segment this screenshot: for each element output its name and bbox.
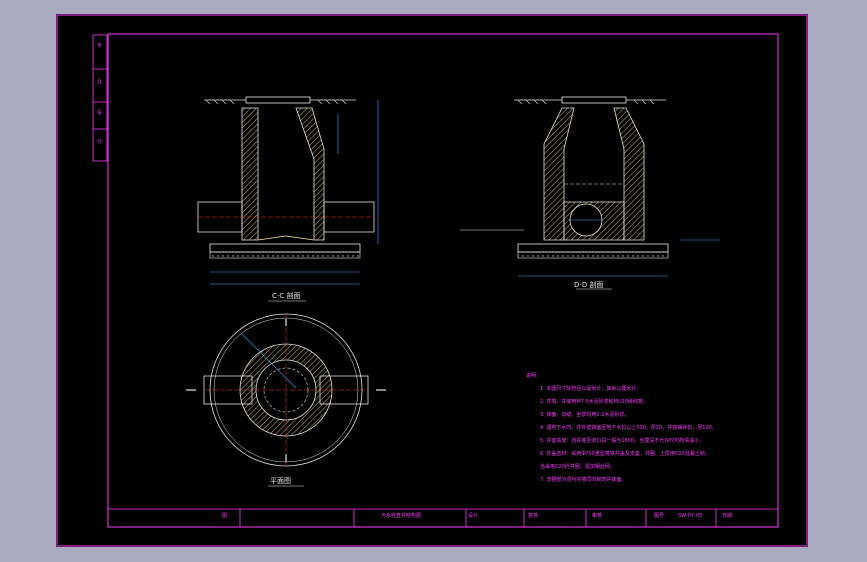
plan-view (186, 313, 386, 487)
notes-heading: 说明： (526, 373, 542, 379)
drawing-title: 污水检查井结构图 (381, 513, 422, 519)
review-label: 审核 (592, 513, 603, 519)
title-block (108, 508, 778, 527)
note-item: 4. 遇地下水时，井外壁抹面至地下水位以上500，厚20，井底铺碎石，厚100。 (540, 425, 717, 431)
note-item: 7. 流槽部分须与井墙同时砌筑并抹面。 (540, 477, 627, 483)
note-item: 5. 井室高度：自井底至收口段一般为1800，当埋深不允许时可酌情减小。 (540, 438, 705, 444)
side-text: 设 (97, 110, 103, 116)
note-item: 1. 本图尺寸除管径以毫米计，其余以厘米计。 (540, 386, 642, 392)
drawing-no: SW-07-05 (678, 513, 703, 519)
cad-viewport[interactable]: C-C 剖面 D-D 剖面 平面图 说明： 1. 本图尺寸除管径以毫米计，其余以… (56, 14, 808, 547)
drawing-no-label: 图号 (654, 513, 665, 519)
section-c-view (197, 96, 379, 302)
note-item: 2. 井墙、井底用M7.5水泥砂浆砌MU10砖砌筑。 (540, 399, 648, 405)
inner-frame (107, 33, 779, 528)
note-item: 3. 抹面、勾缝、坐浆均用1:2水泥砂浆。 (540, 412, 630, 418)
note-item: 6. 井盖选材：采用Φ700重型铸铁井盖及支座，井圈、上层用C20混凝土砌， (540, 451, 710, 457)
drawing-canvas (56, 14, 808, 547)
note-item: 当采用C20砼井圈，需加钢丝网。 (540, 464, 615, 470)
side-text: 业 (97, 79, 103, 85)
side-block (92, 34, 108, 162)
check-label: 复核 (528, 513, 539, 519)
outer-frame (56, 14, 808, 547)
section-d-label: D-D 剖面 (574, 281, 604, 289)
side-text: 专 (97, 43, 103, 49)
section-c-label: C-C 剖面 (272, 292, 301, 300)
section-d-view (460, 96, 720, 290)
title-block-col1: 图 (222, 513, 228, 519)
date-label: 日期 (722, 513, 733, 519)
design-label: 设计 (468, 513, 479, 519)
side-text: 计 (97, 139, 103, 145)
plan-label: 平面图 (270, 477, 291, 485)
